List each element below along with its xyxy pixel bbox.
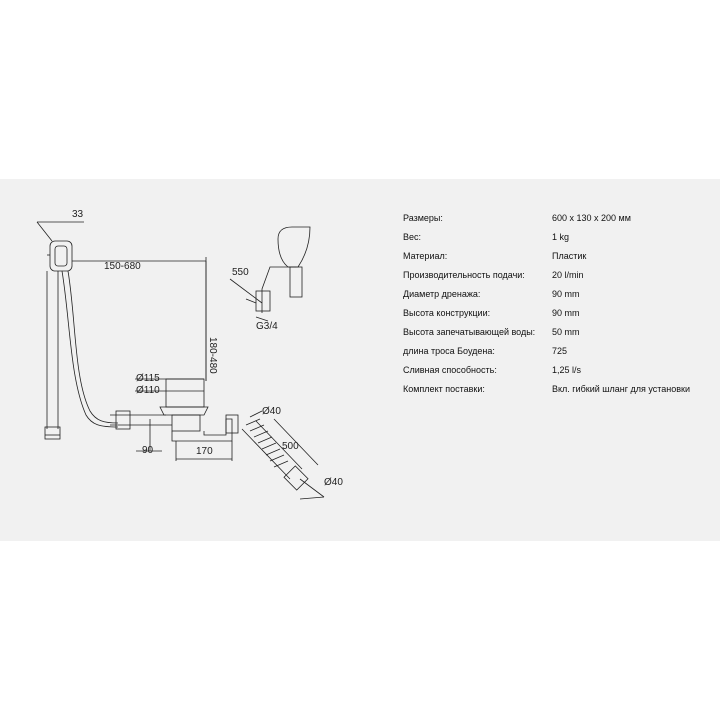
inset-connector [261,266,296,313]
inset-spout [277,226,311,268]
technical-drawing: 33 150-680 180-480 Ø115 Ø110 90 170 Ø40 … [0,179,380,541]
spec-label: Диаметр дренажа: [403,289,481,299]
siphon [171,418,233,442]
dim-label-33: 33 [72,209,84,220]
drain-outlet [171,414,201,432]
dim-label-170: 170 [196,446,213,457]
flexible-hose [241,420,303,480]
spec-table: Размеры: 600 x 130 x 200 мм Вес: 1 kg Ма… [403,209,715,401]
spec-row: Сливная способность: 1,25 l/s [403,361,715,380]
dim-label-40-bottom: Ø40 [324,477,343,488]
spec-row: Материал: Пластик [403,247,715,266]
spec-label: Высота запечатывающей воды: [403,327,536,337]
spec-row: Производительность подачи: 20 l/min [403,266,715,285]
spec-row: Вес: 1 kg [403,228,715,247]
coupling-left [115,410,131,430]
spec-row: Диаметр дренажа: 90 mm [403,285,715,304]
spec-value: 20 l/min [552,270,584,280]
dim-line-500 [273,418,319,466]
spec-row: Комплект поставки: Вкл. гибкий шланг для… [403,380,715,399]
dim-label-40-top: Ø40 [262,406,281,417]
dim-label-115: Ø115 [136,373,160,384]
coupling-right [225,414,239,434]
pipe-cap [44,426,61,440]
spec-label: Сливная способность: [403,365,497,375]
spec-value: Вкл. гибкий шланг для установки [552,384,691,394]
spec-row: Высота запечатывающей воды: 50 mm [403,323,715,342]
dim-label-110: Ø110 [136,385,160,396]
drain-body [165,378,205,408]
spec-value: 600 x 130 x 200 мм [552,213,631,223]
spec-value: 725 [552,346,568,356]
dim-leader-40-bottom [299,478,325,498]
standpipe [46,271,59,429]
dim-label-g34: G3/4 [256,321,278,332]
spec-value: 90 mm [552,289,580,299]
dim-label-550: 550 [232,267,249,278]
dim-leader-g34 [255,316,269,322]
bath-drain-schematic: 33 150-680 180-480 Ø115 Ø110 90 170 Ø40 … [36,209,343,500]
hose-end [283,465,309,491]
spec-label: Комплект поставки: [403,384,485,394]
dim-label-90: 90 [142,445,154,456]
inset-pipe [289,266,303,298]
spec-value: 50 mm [552,327,580,337]
spec-value: Пластик [552,251,587,261]
spec-label: Размеры: [403,213,443,223]
spec-label: Вес: [403,232,422,242]
dim-label-150-680: 150-680 [104,261,141,272]
spec-value: 90 mm [552,308,580,318]
spec-row: Высота конструкции: 90 mm [403,304,715,323]
spec-label: Материал: [403,251,448,261]
dim-leader-550 [229,278,263,304]
spec-value: 1,25 l/s [552,365,582,375]
spec-row: длина троса Боудена: 725 [403,342,715,361]
overflow-head [49,240,73,272]
overflow-pipe [110,414,172,426]
spec-label: Высота конструкции: [403,308,491,318]
bowden-cable-outer [61,270,119,428]
spec-label: длина троса Боудена: [403,346,495,356]
dim-label-180-480: 180-480 [207,337,218,374]
spec-row: Размеры: 600 x 130 x 200 мм [403,209,715,228]
inset-nut [255,290,271,312]
product-panel: 33 150-680 180-480 Ø115 Ø110 90 170 Ø40 … [0,179,720,541]
dim-label-500: 500 [282,441,299,452]
spec-label: Производительность подачи: [403,270,525,280]
spec-value: 1 kg [552,232,570,242]
dim-leader-40-top [249,410,263,418]
